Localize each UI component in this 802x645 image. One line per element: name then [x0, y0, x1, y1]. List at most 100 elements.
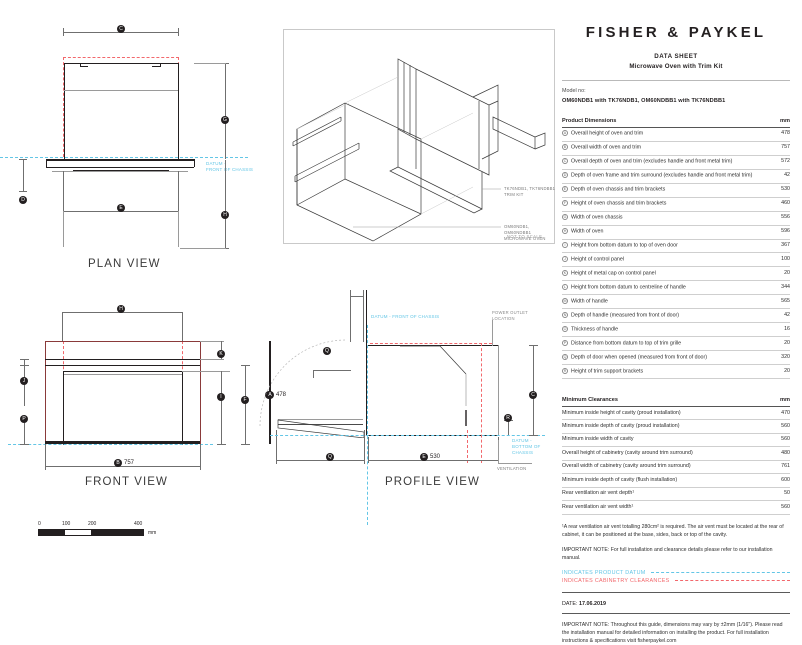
row-label: Minimum inside depth of cavity (proud in… [562, 419, 760, 434]
row-value: 480 [760, 446, 790, 461]
ref-dot-icon: D [562, 172, 568, 179]
ref-dot-icon: J [562, 256, 568, 263]
row-label-text: Depth of handle (measured from front of … [571, 312, 680, 319]
ref-dot-icon: F [562, 200, 568, 207]
divider-bottom [562, 612, 790, 614]
ref-dot-icon: P [562, 339, 568, 346]
row-value: 556 [760, 211, 790, 226]
plan-datum-label-l1: DATUM - [206, 161, 226, 166]
product-dimensions-title: Product Dimensions [562, 114, 760, 128]
minimum-clearances-body: Minimum inside height of cavity (proud i… [562, 406, 790, 515]
row-label-text: Thickness of handle [571, 326, 619, 333]
iso-label-oven-l2: MICROWAVE OVEN [504, 235, 546, 241]
row-label-text: Height of trim support brackets [571, 368, 644, 375]
scale-bar: 0 100 200 400 mm [38, 521, 156, 536]
ref-dot-icon: K [562, 270, 568, 277]
important-note-bottom: IMPORTANT NOTE: Throughout this guide, d… [562, 621, 783, 644]
product-dimensions-unit: mm [760, 114, 790, 128]
row-label-text: Width of oven [571, 228, 604, 235]
row-label-text: Width of oven chassis [571, 214, 623, 221]
profile-cabinetry-vent [467, 430, 468, 463]
cabinetry-dash-plan-left [63, 57, 64, 157]
table-row: Overall width of cabinetry (cavity aroun… [562, 460, 790, 475]
row-value: 50 [760, 487, 790, 502]
minimum-clearances-header-row: Minimum Clearances mm [562, 393, 790, 407]
legend-cabinetry-clearances: INDICATES CABINETRY CLEARANCES [562, 578, 790, 584]
row-label-text: Height of control panel [571, 256, 625, 263]
callout-plan-d: D [19, 196, 27, 204]
callout-profile-f: C [529, 391, 537, 399]
row-label: Overall width of cabinetry (cavity aroun… [562, 460, 760, 475]
minimum-clearances-title: Minimum Clearances [562, 393, 760, 407]
row-value: 16 [760, 322, 790, 338]
profile-datum-front-label: DATUM - FRONT OF CHASSIS [371, 314, 440, 319]
row-label-text: Depth of oven chassis and trim brackets [571, 186, 666, 193]
scale-ticks: 0 100 200 400 [38, 521, 144, 529]
date-value: 17.06.2019 [578, 600, 606, 607]
front-b-value: 757 [124, 460, 135, 466]
row-label-text: Overall height of oven and trim [571, 130, 644, 137]
ref-dot-icon: N [562, 311, 568, 318]
data-sheet-page: C DATUM - F R [0, 24, 790, 644]
row-value: 565 [760, 294, 790, 310]
divider-top [562, 80, 790, 81]
legend-cabinetry-line [674, 580, 790, 582]
profile-cabinetry-right [481, 343, 482, 463]
iso-label-oven: OM60NDB1, OM60NDBB1 MICROWAVE OVEN [504, 224, 556, 242]
table-row: Rear ventilation air vent width¹ 560 [562, 500, 790, 515]
row-label-text: Height from bottom datum to centreline o… [571, 284, 686, 291]
ref-dot-icon: I [562, 242, 568, 249]
callout-front-f: F [241, 396, 249, 404]
row-label: Minimum inside height of cavity (proud i… [562, 406, 760, 421]
ref-dot-icon: C [562, 158, 568, 165]
model-label: Model no: [562, 88, 586, 94]
doc-subtitle: Microwave Oven with Trim Kit [629, 63, 723, 70]
drawings-area: C DATUM - F R [0, 25, 556, 536]
row-value: 20 [760, 266, 790, 282]
callout-profile-r: R [504, 414, 512, 422]
ref-dot-icon: A [562, 130, 568, 137]
front-view-title: FRONT VIEW [85, 476, 168, 488]
ref-dot-icon: R [562, 367, 568, 374]
row-label: Rear ventilation air vent depth¹ [562, 487, 760, 502]
important-note-top: IMPORTANT NOTE: For full installation an… [562, 546, 773, 561]
profile-datum-bottom-l1: DATUM - [512, 438, 532, 443]
row-value: 596 [760, 225, 790, 240]
ref-dot-icon: B [562, 144, 568, 151]
plan-view-title: PLAN VIEW [88, 258, 161, 270]
scale-unit: mm [148, 530, 157, 536]
minimum-clearances-unit: mm [760, 393, 790, 407]
product-dimensions-header-row: Product Dimensions mm [562, 114, 790, 128]
row-value: 367 [760, 239, 790, 254]
iso-label-trim-kit: TK76NDB1, TK76NDBB1 TRIM KIT [504, 186, 555, 198]
profile-cabinetry-top [370, 343, 492, 344]
iso-label-trim-kit-l2: TRIM KIT [504, 191, 524, 197]
scale-tick-0: 0 [38, 521, 41, 527]
row-value: 478 [760, 127, 790, 142]
profile-a-value: 478 [276, 392, 287, 398]
row-value: 530 [760, 183, 790, 198]
iso-label-trim-kit-l1: TK76NDB1, TK76NDBB1 [504, 186, 556, 191]
model-numbers: OM60NDB1 with TK76NDB1, OM60NDBB1 with T… [562, 98, 726, 104]
power-outlet-label-l1: POWER OUTLET [492, 310, 528, 315]
divider-date [562, 591, 790, 593]
power-outlet-label-l2: LOCATION [492, 315, 515, 321]
doc-type: DATA SHEET [654, 53, 698, 60]
